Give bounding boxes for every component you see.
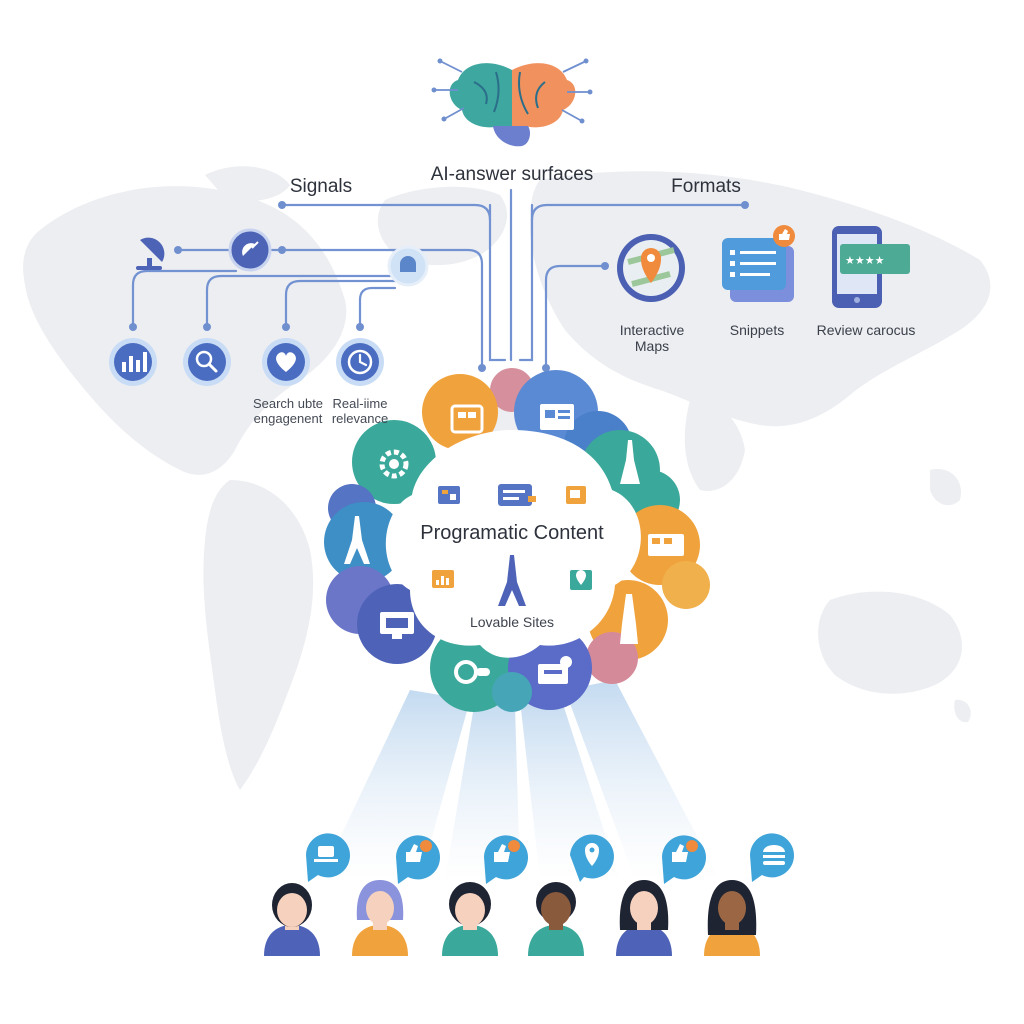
browser-card-icon bbox=[540, 404, 574, 430]
search-icon bbox=[183, 338, 231, 386]
grid-card-icon bbox=[438, 486, 460, 504]
gear-icon bbox=[379, 449, 409, 479]
tower-icon-right bbox=[620, 594, 638, 644]
svg-text:★★★★: ★★★★ bbox=[845, 254, 885, 267]
formats-heading: Formats bbox=[671, 176, 741, 197]
person-icon bbox=[264, 883, 320, 956]
satellite-signal-icon bbox=[228, 228, 272, 272]
layout-grid-icon bbox=[450, 404, 484, 434]
connector-dots bbox=[129, 201, 749, 372]
thumbs-up-icon bbox=[396, 835, 440, 884]
snippet-card-icon bbox=[722, 225, 795, 302]
review-stars-phone-icon: ★★★★ bbox=[832, 226, 910, 308]
storefront-icon bbox=[538, 656, 572, 684]
person-icon bbox=[704, 880, 760, 956]
snippets-label: Snippets bbox=[729, 322, 785, 338]
burger-icon bbox=[750, 833, 794, 882]
brain-icon bbox=[431, 58, 593, 147]
thumbs-up-icon bbox=[662, 835, 706, 884]
satellite-dish-icon bbox=[136, 237, 165, 270]
audience-beams bbox=[320, 680, 720, 880]
clock-icon bbox=[336, 338, 384, 386]
bar-chart-icon bbox=[109, 338, 157, 386]
eiffel-tower-icon bbox=[344, 516, 370, 564]
person-icon bbox=[352, 880, 408, 956]
programmatic-content-label: Programatic Content bbox=[420, 522, 604, 544]
chart-card-icon bbox=[432, 570, 454, 588]
location-pin-icon bbox=[570, 834, 614, 882]
bell-signal-icon bbox=[387, 245, 429, 287]
heart-icon bbox=[262, 338, 310, 386]
eiffel-tower-icon bbox=[498, 555, 526, 606]
connector-lines bbox=[131, 188, 747, 370]
ai-answer-surfaces-label: AI-answer surfaces bbox=[430, 164, 594, 185]
map-pin-icon bbox=[617, 234, 685, 302]
review-carousel-label: Review carocus bbox=[816, 322, 916, 338]
list-card-icon bbox=[498, 484, 536, 506]
person-icon bbox=[616, 880, 672, 956]
tower-icon bbox=[620, 440, 640, 484]
person-icon bbox=[442, 882, 498, 956]
signals-heading: Signals bbox=[289, 176, 353, 197]
search-engagement-label: Search ubte engagenent bbox=[252, 396, 324, 426]
coffee-cup-icon bbox=[306, 833, 350, 882]
coffee-card-icon bbox=[566, 486, 586, 504]
toggle-icon bbox=[454, 660, 490, 684]
location-card-icon bbox=[570, 570, 592, 590]
audience bbox=[264, 880, 760, 956]
dashboard-icon bbox=[648, 534, 684, 556]
speech-bubbles bbox=[306, 833, 794, 884]
monitor-icon bbox=[380, 612, 414, 639]
lovable-sites-label: Lovable Sites bbox=[469, 614, 555, 630]
interactive-maps-label: Interactive Maps bbox=[619, 322, 685, 355]
realtime-relevance-label: Real-iime relevance bbox=[331, 396, 389, 426]
person-icon bbox=[528, 882, 584, 956]
thumbs-up-icon bbox=[484, 835, 528, 884]
